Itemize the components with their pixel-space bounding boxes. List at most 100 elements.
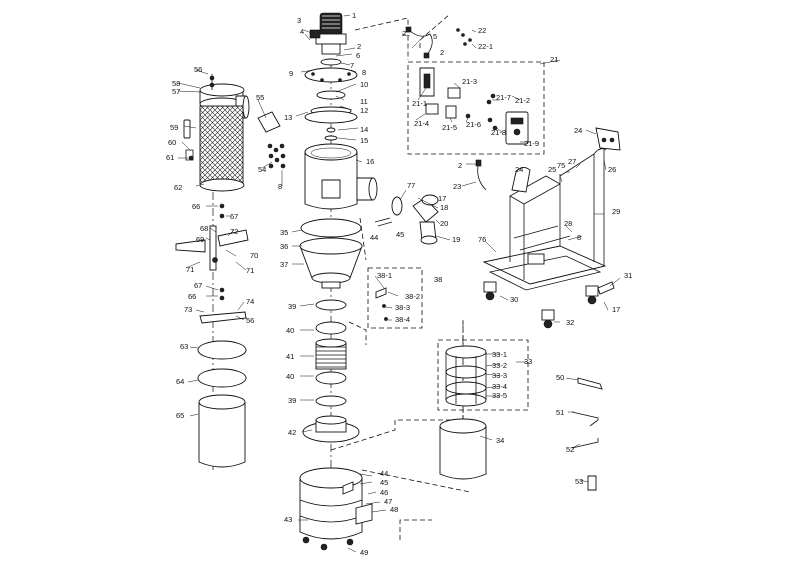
motor-mount-plate <box>304 67 358 83</box>
switch-box <box>419 67 435 97</box>
callout-38-4: 38-4 <box>395 315 410 324</box>
callout-4: 4 <box>300 27 304 36</box>
callout-21-8: 21-8 <box>491 128 506 137</box>
bag-clamp-ring-lower <box>197 368 247 388</box>
callout-12: 12 <box>360 106 368 115</box>
inlet-gasket <box>391 196 403 216</box>
callout-15: 15 <box>360 136 368 145</box>
callout-45b: 45 <box>380 478 388 487</box>
callout-54: 54 <box>258 165 266 174</box>
callout-76: 76 <box>478 235 486 244</box>
callout-39b: 39 <box>288 396 296 405</box>
callout-33-1: 33-1 <box>492 350 507 359</box>
callout-21-5: 21-5 <box>442 123 457 132</box>
flex-hose-cuff-lower <box>315 371 347 385</box>
callout-29: 29 <box>612 207 620 216</box>
callout-2a: 2 <box>357 42 361 51</box>
callout-44b: 44 <box>380 469 388 478</box>
callout-47: 47 <box>384 497 392 506</box>
wrench <box>577 377 603 390</box>
outlet-gasket <box>257 111 281 133</box>
callout-40a: 40 <box>286 326 294 335</box>
callout-33: 33 <box>524 357 532 366</box>
callout-33-3: 33-3 <box>492 371 507 380</box>
callout-38-1: 38-1 <box>377 271 392 280</box>
callout-21-1: 21-1 <box>412 99 427 108</box>
callout-5: 5 <box>433 32 437 41</box>
callout-21-7: 21-7 <box>496 93 511 102</box>
clamp-ring-upper <box>315 299 347 311</box>
drum-lid <box>302 415 360 443</box>
callout-65: 65 <box>176 411 184 420</box>
callout-66a: 66 <box>192 202 200 211</box>
callout-8a: 8 <box>362 68 366 77</box>
bag-support-frame <box>445 345 487 407</box>
callout-17a: 17 <box>438 194 446 203</box>
callout-72: 72 <box>230 227 238 236</box>
callout-38-3: 38-3 <box>395 303 410 312</box>
leader-lines <box>177 14 621 553</box>
callout-30: 30 <box>510 295 518 304</box>
callout-24a: 24 <box>574 126 582 135</box>
callout-52: 52 <box>566 445 574 454</box>
callout-22-1: 22-1 <box>478 42 493 51</box>
callout-69: 69 <box>196 235 204 244</box>
callout-53: 53 <box>575 477 583 486</box>
inlet-elbow <box>412 194 439 245</box>
callout-66b: 66 <box>188 292 196 301</box>
callout-11: 11 <box>360 97 368 106</box>
callout-21-3: 21-3 <box>462 77 477 86</box>
callout-33-5: 33-5 <box>492 391 507 400</box>
callout-33-4: 33-4 <box>492 382 507 391</box>
callout-22: 22 <box>478 26 486 35</box>
callout-38: 38 <box>434 275 442 284</box>
callout-21-2: 21-2 <box>515 96 530 105</box>
callout-23: 23 <box>453 182 461 191</box>
filter-handle <box>183 119 191 139</box>
drum-latch-plate <box>355 503 373 525</box>
callout-9: 9 <box>289 69 293 78</box>
callout-58: 58 <box>172 79 180 88</box>
callout-34: 34 <box>496 436 504 445</box>
callout-28: 28 <box>564 219 572 228</box>
callout-2c: 2 <box>440 48 444 57</box>
callout-75: 75 <box>557 161 565 170</box>
callout-7: 7 <box>350 61 354 70</box>
callout-48: 48 <box>390 505 398 514</box>
callout-70: 70 <box>250 251 258 260</box>
nut <box>324 135 338 141</box>
plastic-collection-bag <box>439 418 487 480</box>
callout-26: 26 <box>608 165 616 174</box>
callout-1: 1 <box>352 11 356 20</box>
collection-drum <box>299 467 363 551</box>
callout-8c: 8 <box>577 233 581 242</box>
hopper-ring <box>300 218 362 238</box>
callout-77: 77 <box>407 181 415 190</box>
filter-cleaning-paddle <box>175 225 249 271</box>
motor-gasket <box>320 58 342 66</box>
mobile-stand-frame <box>482 148 607 291</box>
callout-71a: 71 <box>186 265 194 274</box>
callout-13: 13 <box>284 113 292 122</box>
callout-67a: 67 <box>230 212 238 221</box>
callout-21-6: 21-6 <box>466 120 481 129</box>
bag-clamp-ring-upper <box>197 340 247 360</box>
callout-36: 36 <box>280 242 288 251</box>
callout-25: 25 <box>548 165 556 174</box>
callout-31: 31 <box>624 271 632 280</box>
callout-57: 57 <box>172 87 180 96</box>
callout-3: 3 <box>297 16 301 25</box>
impeller-plate <box>304 110 358 124</box>
callout-17b: 17 <box>612 305 620 314</box>
callout-46: 46 <box>380 488 388 497</box>
stand-handle-cap <box>595 127 621 151</box>
stand-bumper <box>511 167 531 193</box>
callout-63: 63 <box>180 342 188 351</box>
washer <box>326 127 336 133</box>
callout-56b: 56 <box>246 316 254 325</box>
callout-59: 59 <box>170 123 178 132</box>
callout-35: 35 <box>280 228 288 237</box>
callout-19: 19 <box>452 235 460 244</box>
callout-38-2: 38-2 <box>405 292 420 301</box>
callout-37: 37 <box>280 260 288 269</box>
